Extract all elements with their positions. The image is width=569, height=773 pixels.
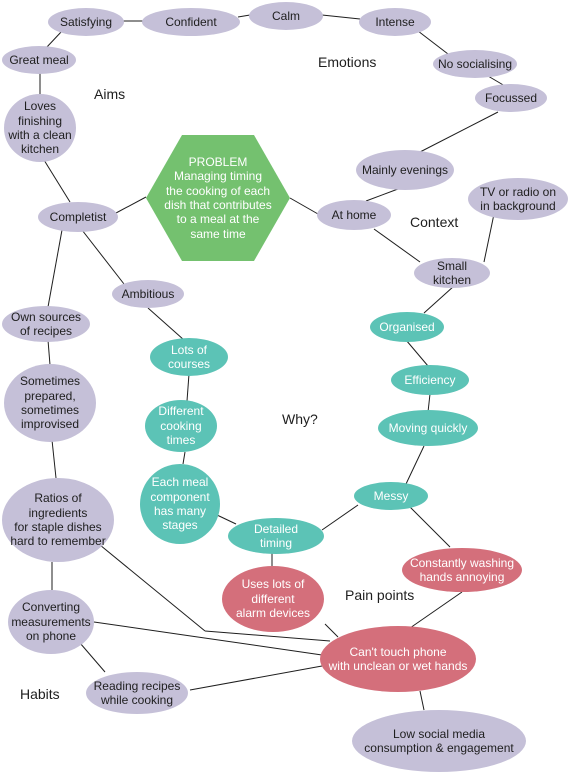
node-ambitious: Ambitious <box>112 280 184 308</box>
node-satisfying: Satisfying <box>48 8 124 36</box>
node-loves-finishing: Loves finishing with a clean kitchen <box>4 94 76 162</box>
problem-text: PROBLEM Managing timing the cooking of e… <box>164 154 272 241</box>
node-at-home: At home <box>317 200 391 230</box>
node-tv-radio: TV or radio on in background <box>468 178 568 220</box>
node-cant-touch-phone: Can't touch phone with unclean or wet ha… <box>320 626 476 692</box>
section-label-emotions: Emotions <box>318 54 377 70</box>
node-lots-of-courses: Lots of courses <box>150 338 228 376</box>
node-different-cooking-times: Different cooking times <box>145 400 217 452</box>
node-low-social-media: Low social media consumption & engagemen… <box>352 710 526 772</box>
node-reading-recipes: Reading recipes while cooking <box>86 672 188 714</box>
node-efficiency: Efficiency <box>391 365 469 395</box>
node-no-socialising: No socialising <box>433 50 517 78</box>
section-label-habits: Habits <box>20 686 60 702</box>
problem-hexagon: PROBLEM Managing timing the cooking of e… <box>146 135 290 261</box>
node-uses-alarms: Uses lots of different alarm devices <box>222 566 324 632</box>
section-label-aims: Aims <box>94 86 126 102</box>
node-completist: Completist <box>38 202 118 232</box>
node-constantly-washing: Constantly washing hands annoying <box>402 548 522 592</box>
node-moving-quickly: Moving quickly <box>378 410 478 446</box>
node-messy: Messy <box>354 482 428 510</box>
node-sometimes-prepared: Sometimes prepared, sometimes improvised <box>4 364 96 442</box>
node-small-kitchen: Small kitchen <box>414 258 490 288</box>
node-intense: Intense <box>359 8 431 36</box>
section-label-pain-points: Pain points <box>345 587 415 603</box>
node-each-meal-component: Each meal component has many stages <box>140 464 220 544</box>
section-label-why: Why? <box>282 411 318 427</box>
node-calm: Calm <box>249 2 323 30</box>
node-mainly-evenings: Mainly evenings <box>356 150 454 190</box>
node-confident: Confident <box>142 8 240 36</box>
node-own-sources: Own sources of recipes <box>2 306 90 342</box>
node-detailed-timing: Detailed timing <box>228 518 324 554</box>
node-organised: Organised <box>370 312 444 342</box>
section-label-context: Context <box>410 214 459 230</box>
node-ratios: Ratios of ingredients for staple dishes … <box>2 478 114 562</box>
node-great-meal: Great meal <box>2 46 76 74</box>
node-focussed: Focussed <box>475 84 547 112</box>
node-converting-measurements: Converting measurements on phone <box>8 590 94 654</box>
